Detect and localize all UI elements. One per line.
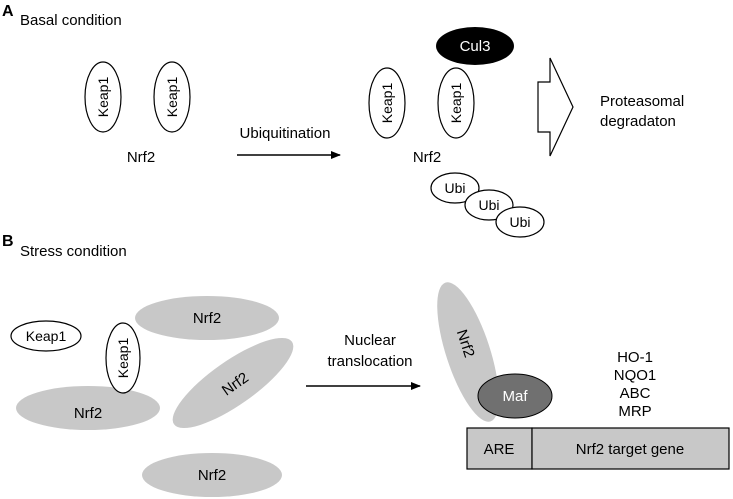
maf-ellipse: Maf: [477, 373, 553, 419]
nrf2-label-basal-left: Nrf2: [127, 149, 155, 166]
svg-text:Keap1: Keap1: [26, 328, 67, 344]
svg-text:Keap1: Keap1: [448, 83, 464, 124]
panel-a-title: Basal condition: [20, 12, 122, 29]
svg-text:ARE: ARE: [484, 441, 515, 458]
gene-mrp: MRP: [618, 403, 651, 420]
svg-text:Nrf2: Nrf2: [198, 467, 226, 484]
svg-text:Keap1: Keap1: [164, 77, 180, 118]
panel-b-title: Stress condition: [20, 243, 127, 260]
outcome-line-2: degradaton: [600, 113, 676, 130]
outcome-line-1: Proteasomal: [600, 93, 684, 110]
keap1-free: Keap1: [10, 320, 82, 352]
svg-text:Cul3: Cul3: [460, 38, 491, 55]
ubi-1: Ubi: [430, 172, 480, 204]
nrf2-label-basal-right: Nrf2: [413, 149, 441, 166]
gene-nqo1: NQO1: [614, 367, 657, 384]
keap1-left-1: Keap1: [84, 61, 122, 133]
svg-text:Keap1: Keap1: [115, 338, 131, 379]
degradation-arrow-icon: [537, 57, 574, 157]
nrf2-stress-3: Nrf2: [172, 337, 294, 429]
keap1-left-2: Keap1: [153, 61, 191, 133]
svg-text:Ubi: Ubi: [444, 180, 465, 196]
svg-text:Keap1: Keap1: [95, 77, 111, 118]
gene-abc: ABC: [620, 385, 651, 402]
svg-text:Nrf2: Nrf2: [74, 405, 102, 422]
panel-a-letter: A: [2, 3, 14, 20]
ubi-3: Ubi: [495, 206, 545, 238]
nrf2-stress-4: Nrf2: [142, 453, 282, 497]
keap1-bound: Keap1: [105, 322, 141, 394]
translocation-label-1: Nuclear: [344, 332, 396, 349]
gene-ho1: HO-1: [617, 349, 653, 366]
are-box: ARE: [466, 427, 533, 470]
svg-text:Maf: Maf: [502, 388, 528, 405]
svg-text:Ubi: Ubi: [509, 214, 530, 230]
nrf2-stress-2: Nrf2: [16, 386, 160, 430]
cul3-ellipse: Cul3: [436, 27, 514, 65]
panel-b-letter: B: [2, 233, 14, 250]
target-gene-box: Nrf2 target gene: [531, 427, 730, 470]
svg-text:Keap1: Keap1: [379, 83, 395, 124]
ubiquitination-label: Ubiquitination: [240, 125, 331, 142]
svg-text:Nrf2 target gene: Nrf2 target gene: [576, 441, 684, 458]
svg-text:Nrf2: Nrf2: [193, 310, 221, 327]
keap1-right-2: Keap1: [437, 67, 475, 139]
svg-text:Ubi: Ubi: [478, 197, 499, 213]
translocation-label-2: translocation: [327, 353, 412, 370]
nrf2-stress-1: Nrf2: [135, 296, 279, 340]
keap1-right-1: Keap1: [368, 67, 406, 139]
